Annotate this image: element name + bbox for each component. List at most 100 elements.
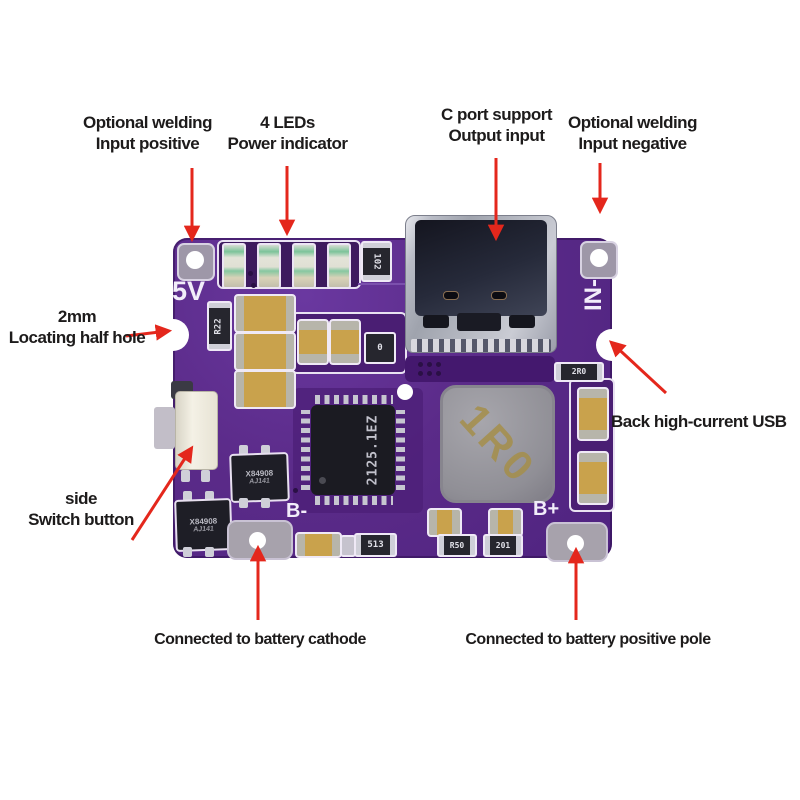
ic-pins-bottom [315,496,393,505]
label-locating-hole: 2mm Locating half hole [6,306,148,348]
usb-top-face [415,220,547,316]
via [293,488,298,493]
silkscreen-b-plus: B+ [533,498,560,520]
resistor-513-marking: 513 [367,539,384,550]
resistor-513: 513 [354,533,397,557]
label-line: side [64,489,98,508]
via [427,362,432,367]
label-battery-cathode: Connected to battery cathode [140,629,380,650]
resistor-102: 102 [361,241,392,282]
mosfet-1: X84908 AJ141 [229,451,290,504]
resistor-201: 201 [483,534,523,557]
capacitor [234,332,296,371]
usb-pin-hole [443,291,459,300]
mosfet-leg [183,547,192,557]
ic-pin1-dot [319,477,326,484]
label-side-switch: side Switch button [14,488,148,530]
via [251,283,256,288]
label-line: Connected to battery positive pole [465,631,711,648]
inductor-marking: 1R0 [450,394,546,493]
resistor-r22: R22 [207,301,232,351]
capacitor [295,532,342,558]
label-line: Switch button [28,510,134,529]
power-led [222,243,246,289]
label-c-port: C port support Output input [413,104,580,146]
resistor-201-marking: 201 [495,540,511,550]
silkscreen-5v: 5V [172,276,206,306]
label-line: Input positive [95,134,200,153]
mosfet-2-marking2: AJ141 [193,525,215,533]
battery-cathode-hole [249,532,266,549]
side-switch [175,391,218,470]
main-ic-marking: 2125.1EZ [365,414,381,486]
via [418,371,423,376]
ic-pins-left [301,410,310,490]
capacitor [577,451,609,505]
usb-c-port [405,215,557,353]
via [436,362,441,367]
resistor-102-marking: 102 [371,253,382,270]
label-line: Input negative [578,134,687,153]
power-inductor: 1R0 [440,385,555,503]
mosfet-leg [261,498,270,508]
mosfet-leg [261,445,270,455]
label-line: Connected to battery cathode [154,631,366,648]
pcb-region [405,356,555,382]
label-line: Optional welding [83,113,212,132]
mosfet-1-marking2: AJ141 [249,477,271,486]
label-line: C port support [440,105,553,124]
usb-half-hole-right [596,329,628,361]
resistor-2r0: 2R0 [554,362,604,382]
input-positive-hole [186,251,204,269]
resistor-0: 0 [364,332,396,364]
label-battery-positive: Connected to battery positive pole [452,629,724,650]
label-line: Back high-current USB [611,412,787,431]
label-input-negative: Optional welding Input negative [545,112,720,154]
battery-positive-hole [567,535,584,552]
input-negative-hole [590,249,608,267]
silkscreen-in-negative: IN- [580,279,607,311]
resistor-2r0-marking: 2R0 [571,367,587,376]
switch-actuator [154,407,175,449]
switch-leg [201,470,210,482]
via [436,371,441,376]
label-power-leds: 4 LEDs Power indicator [205,112,370,154]
ic-pins-top [315,395,393,404]
main-ic: 2125.1EZ [311,405,395,495]
label-line: Output input [448,126,545,145]
usb-pin-hole [491,291,507,300]
usb-pins-row [411,339,551,352]
capacitor [234,294,296,333]
capacitor [488,508,523,537]
via [248,271,253,276]
power-led [292,243,316,289]
power-led [257,243,281,289]
mosfet-leg [205,547,214,557]
resistor-r22-marking: R22 [213,317,224,335]
label-line: Power indicator [227,134,348,153]
resistor-r50-marking: R50 [449,540,465,550]
capacitor [427,508,462,537]
switch-leg [181,470,190,482]
capacitor [577,387,609,441]
label-line: Locating half hole [8,328,146,347]
locating-half-hole-left [157,319,189,351]
mosfet-2: X84908 AJ141 [174,498,233,552]
label-back-usb: Back high-current USB [611,411,787,432]
pcb-trace [358,283,418,285]
mosfet-leg [239,498,248,508]
label-line: 4 LEDs [260,113,315,132]
input-positive-pad [177,243,215,281]
capacitor [234,370,296,409]
mosfet-leg [239,445,248,455]
usb-slot [423,315,449,328]
usb-slot [509,315,535,328]
mosfet-leg [205,491,214,501]
capacitor [329,319,361,365]
via-hole [397,384,413,400]
silkscreen-b-minus: B- [286,500,308,522]
ic-pins-right [396,410,405,490]
power-led [327,243,351,289]
label-line: Optional welding [568,113,697,132]
